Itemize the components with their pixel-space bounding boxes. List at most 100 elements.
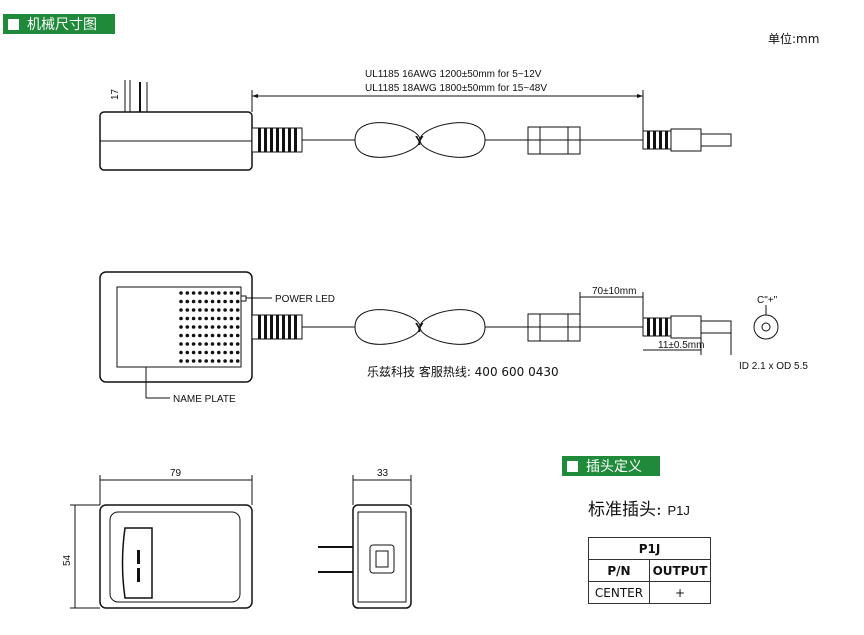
vent-dot (235, 350, 240, 355)
vent-dot (191, 342, 196, 346)
vent-dot (179, 291, 183, 295)
vent-dot (185, 342, 190, 346)
plug-label: 标准插头: P1J (588, 495, 690, 520)
vent-dot (217, 291, 221, 295)
col-pn-header: P/N (588, 559, 650, 582)
power-led-label: POWER LED (275, 294, 335, 305)
vent-dot (235, 342, 240, 346)
vent-dot (198, 308, 202, 312)
vent-dot (210, 299, 215, 304)
bottom-side-view: 33 (318, 468, 412, 609)
vent-dot (223, 291, 227, 295)
vent-dot (235, 325, 240, 329)
section-title: 机械尺寸图 (27, 17, 97, 33)
vent-dot (210, 325, 215, 329)
vent-dot (210, 333, 215, 338)
vent-dot (179, 333, 183, 338)
cable-spec-line1: UL1185 16AWG 1200±50mm for 5~12V (365, 69, 542, 80)
plug-label-value: P1J (667, 503, 690, 518)
vent-dot (217, 333, 221, 338)
vent-dot (210, 359, 215, 363)
vent-dot (198, 350, 202, 355)
plug-def-title: 插头定义 (586, 459, 642, 475)
vent-dot (179, 342, 183, 346)
polarity-label: C"+" (757, 295, 778, 306)
vent-dot (229, 316, 234, 321)
height-dimension: 54 (62, 554, 73, 566)
vent-dot (179, 325, 183, 329)
vent-dot (210, 316, 215, 321)
vent-dot (191, 308, 196, 312)
vent-dot (235, 299, 240, 304)
vent-dot (191, 291, 196, 295)
section-title-badge: 机械尺寸图 (3, 14, 115, 34)
vent-dot (204, 325, 208, 329)
vent-dot (210, 291, 215, 295)
vent-dot (223, 325, 227, 329)
vent-dot (198, 299, 202, 304)
unit-label: 单位:mm (768, 32, 820, 46)
vent-dot (223, 350, 227, 355)
vent-dot (198, 291, 202, 295)
front-choke-label: Y (415, 320, 424, 335)
vent-dot (229, 291, 234, 295)
service-hotline: 乐兹科技 客服热线: 400 600 0430 (367, 365, 559, 379)
vent-dot (235, 308, 240, 312)
connector-id-label: ID 2.1 x OD 5.5 (739, 361, 808, 372)
vent-dot (217, 308, 221, 312)
plug-table: P1J P/N OUTPUT CENTER + (588, 537, 711, 604)
vent-dot (179, 359, 183, 363)
vent-dot (179, 299, 183, 304)
vent-dot (229, 359, 234, 363)
vent-dot (185, 308, 190, 312)
vent-dot (191, 359, 196, 363)
vent-dot (179, 308, 183, 312)
vent-dot (179, 316, 183, 321)
vent-dot (204, 350, 208, 355)
vent-dot (229, 350, 234, 355)
vent-dot (185, 359, 190, 363)
square-icon (8, 18, 19, 30)
prong-dimension: 17 (110, 88, 121, 100)
vent-dot (204, 299, 208, 304)
vent-dot (204, 316, 208, 321)
vent-dot (217, 299, 221, 304)
vent-dot (191, 333, 196, 338)
name-plate-label: NAME PLATE (173, 394, 236, 405)
plug-table-title: P1J (588, 537, 711, 560)
vent-dot (235, 316, 240, 321)
vent-dot (191, 299, 196, 304)
vent-dot (229, 308, 234, 312)
vent-dot (235, 291, 240, 295)
vent-dot (185, 333, 190, 338)
vent-dot (229, 342, 234, 346)
vent-dot (185, 316, 190, 321)
vent-dot (204, 359, 208, 363)
plug-def-badge: 插头定义 (562, 456, 660, 476)
vent-dot (191, 316, 196, 321)
plug-label-prefix: 标准插头: (588, 500, 662, 520)
vent-dot (191, 325, 196, 329)
vent-dot (223, 316, 227, 321)
vent-dot (198, 342, 202, 346)
vent-dot (223, 333, 227, 338)
vent-dot (223, 308, 227, 312)
vent-dot (217, 359, 221, 363)
vent-dot (185, 291, 190, 295)
vent-dot (210, 350, 215, 355)
front-view-adapter: POWER LED NAME PLATE Y 70±10mm (99, 271, 808, 405)
vent-dot (229, 333, 234, 338)
vent-dot (185, 350, 190, 355)
vent-dot (204, 308, 208, 312)
vent-dot (217, 350, 221, 355)
depth-dimension: 33 (377, 468, 389, 479)
square-icon (567, 460, 578, 472)
vent-dot (217, 316, 221, 321)
vent-dot (229, 299, 234, 304)
vent-dot (235, 359, 240, 363)
dim-plug-tip: 11±0.5mm (658, 340, 704, 351)
vent-dot (235, 333, 240, 338)
vent-dot (229, 325, 234, 329)
vent-dot (191, 350, 196, 355)
